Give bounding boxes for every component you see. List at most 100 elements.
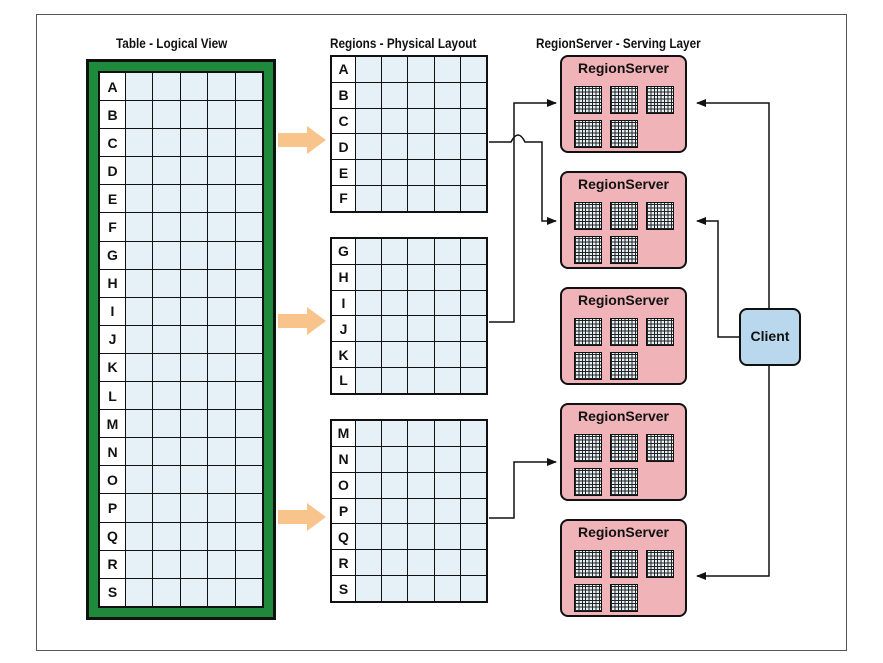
table-cell bbox=[459, 184, 488, 212]
table-cell bbox=[459, 420, 488, 447]
table-row: E bbox=[331, 159, 488, 186]
table-cell bbox=[152, 352, 181, 383]
table-cell bbox=[433, 263, 461, 291]
table-cell bbox=[179, 437, 209, 467]
table-cell bbox=[152, 184, 181, 214]
store-block bbox=[610, 120, 638, 148]
table-cell bbox=[152, 212, 181, 242]
table-cell bbox=[459, 263, 488, 291]
row-key: J bbox=[99, 324, 126, 354]
region-server-1: RegionServer bbox=[560, 55, 687, 153]
region-split-arrow-2 bbox=[278, 307, 326, 335]
table-cell bbox=[381, 341, 409, 368]
store-block bbox=[646, 86, 674, 114]
table-cell bbox=[124, 268, 154, 298]
table-cell bbox=[124, 296, 154, 326]
table-cell bbox=[433, 575, 461, 603]
row-key: M bbox=[331, 420, 356, 447]
table-row: C bbox=[331, 107, 488, 135]
table-cell bbox=[381, 184, 409, 212]
row-key: B bbox=[99, 100, 126, 130]
store-block bbox=[574, 468, 602, 496]
table-cell bbox=[433, 133, 461, 161]
store-block bbox=[646, 318, 674, 346]
table-row: F bbox=[99, 212, 264, 242]
physical-layout-title: Regions - Physical Layout bbox=[330, 35, 477, 51]
table-cell bbox=[433, 341, 461, 368]
table-cell bbox=[207, 324, 236, 354]
table-cell bbox=[433, 107, 461, 135]
table-cell bbox=[207, 100, 236, 130]
store-block bbox=[610, 202, 638, 230]
table-cell bbox=[234, 240, 264, 270]
table-row: B bbox=[331, 81, 488, 109]
store-block bbox=[574, 86, 602, 114]
table-row: Q bbox=[99, 521, 264, 551]
table-cell bbox=[124, 240, 154, 270]
row-key: L bbox=[331, 366, 356, 394]
row-key: I bbox=[331, 289, 356, 317]
table-cell bbox=[407, 263, 435, 291]
table-cell bbox=[381, 420, 409, 447]
table-cell bbox=[124, 549, 154, 579]
store-block bbox=[610, 86, 638, 114]
table-cell bbox=[407, 184, 435, 212]
table-row: K bbox=[331, 341, 488, 368]
table-cell bbox=[234, 184, 264, 214]
row-key: G bbox=[99, 240, 126, 270]
table-row: G bbox=[99, 240, 264, 270]
table-cell bbox=[179, 240, 209, 270]
table-cell bbox=[207, 71, 236, 102]
table-cell bbox=[407, 366, 435, 394]
row-key: D bbox=[99, 156, 126, 186]
table-cell bbox=[459, 575, 488, 603]
row-key: F bbox=[99, 212, 126, 242]
table-cell bbox=[152, 296, 181, 326]
table-cell bbox=[207, 577, 236, 608]
store-block bbox=[574, 120, 602, 148]
table-row: C bbox=[99, 128, 264, 158]
table-cell bbox=[433, 56, 461, 83]
store-block bbox=[646, 202, 674, 230]
store-block bbox=[610, 236, 638, 264]
row-key: S bbox=[331, 575, 356, 603]
table-cell bbox=[459, 159, 488, 186]
row-key: F bbox=[331, 184, 356, 212]
table-cell bbox=[459, 133, 488, 161]
store-block bbox=[574, 352, 602, 380]
table-row: S bbox=[99, 577, 264, 608]
store-block bbox=[574, 584, 602, 612]
connector-region3-to-server4 bbox=[489, 458, 557, 519]
region-server-5: RegionServer bbox=[560, 519, 687, 617]
table-row: S bbox=[331, 575, 488, 603]
table-cell bbox=[354, 159, 383, 186]
table-row: D bbox=[99, 156, 264, 186]
table-cell bbox=[124, 100, 154, 130]
table-cell bbox=[179, 128, 209, 158]
table-cell bbox=[124, 493, 154, 523]
table-cell bbox=[407, 445, 435, 473]
table-row: O bbox=[331, 471, 488, 499]
table-cell bbox=[381, 159, 409, 186]
table-cell bbox=[124, 465, 154, 495]
table-cell bbox=[433, 549, 461, 577]
region-split-arrow-3 bbox=[278, 503, 326, 531]
table-cell bbox=[207, 409, 236, 439]
store-block bbox=[610, 550, 638, 578]
table-cell bbox=[459, 549, 488, 577]
table-cell bbox=[234, 71, 264, 102]
row-key: I bbox=[99, 296, 126, 326]
store-block bbox=[574, 236, 602, 264]
table-cell bbox=[207, 156, 236, 186]
table-cell bbox=[179, 352, 209, 383]
table-cell bbox=[207, 240, 236, 270]
table-cell bbox=[234, 381, 264, 411]
table-cell bbox=[354, 549, 383, 577]
table-cell bbox=[407, 56, 435, 83]
store-block bbox=[574, 434, 602, 462]
table-cell bbox=[124, 409, 154, 439]
table-row: R bbox=[331, 549, 488, 577]
table-cell bbox=[459, 471, 488, 499]
